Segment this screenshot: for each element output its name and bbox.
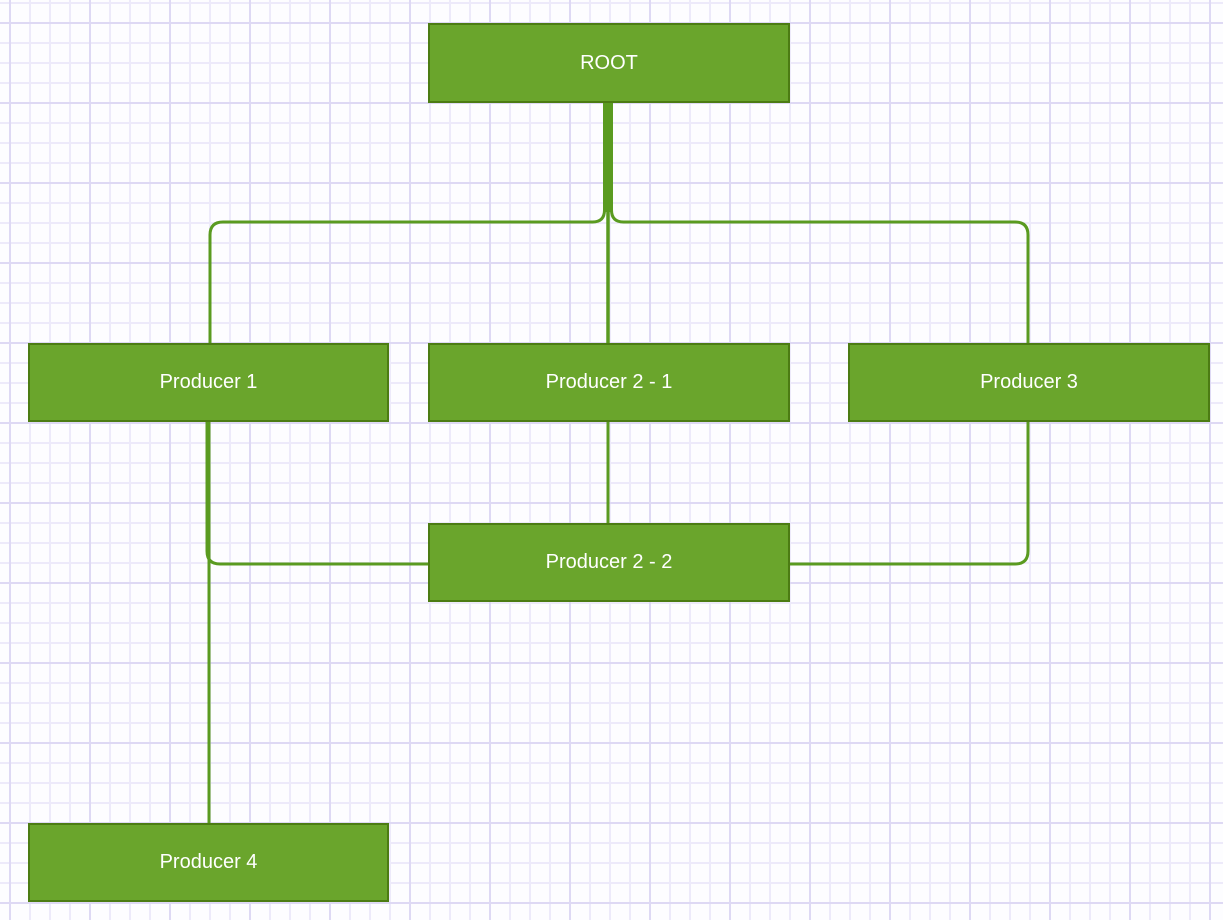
node-producer-2-1[interactable]: Producer 2 - 1 <box>428 343 790 422</box>
node-producer-2-1-label: Producer 2 - 1 <box>545 371 673 393</box>
node-producer-2-2-label: Producer 2 - 2 <box>545 551 673 573</box>
node-producer-3[interactable]: Producer 3 <box>848 343 1210 422</box>
node-producer-1-label: Producer 1 <box>159 371 258 393</box>
node-root[interactable]: ROOT <box>428 23 790 103</box>
node-producer-3-label: Producer 3 <box>980 371 1078 393</box>
node-producer-4[interactable]: Producer 4 <box>28 823 389 902</box>
node-root-label: ROOT <box>580 51 638 74</box>
node-producer-4-label: Producer 4 <box>159 851 258 873</box>
edge-producer3-producer2-2[interactable] <box>790 422 1030 566</box>
node-producer-2-2[interactable]: Producer 2 - 2 <box>428 523 790 602</box>
edge-root-producer1[interactable] <box>208 103 606 343</box>
node-producer-1[interactable]: Producer 1 <box>28 343 389 422</box>
edge-producer1-producer2-2[interactable] <box>205 422 428 566</box>
edge-root-producer3[interactable] <box>610 103 1030 343</box>
